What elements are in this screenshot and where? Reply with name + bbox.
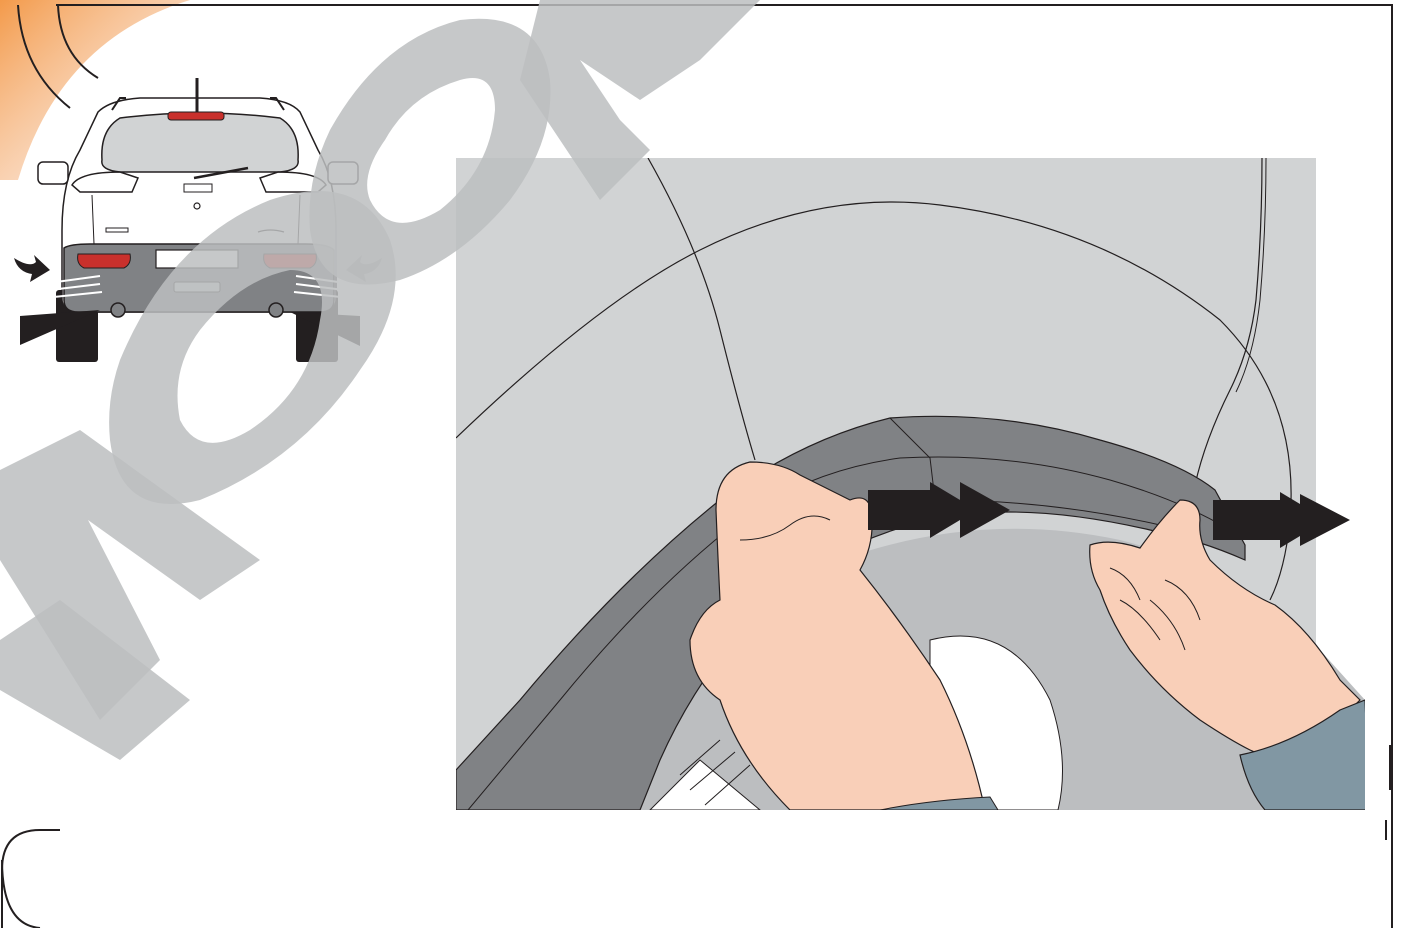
panel-ticks	[1386, 745, 1390, 840]
curved-arrow-left	[14, 255, 50, 282]
exhaust-left	[111, 303, 125, 317]
exhaust-right	[269, 303, 283, 317]
model-badge	[106, 228, 128, 232]
badge-plate	[184, 184, 212, 192]
frame-bottom-left-corner	[2, 860, 40, 928]
brake-light	[168, 112, 224, 120]
rear-window	[102, 113, 298, 172]
detail-panel	[456, 158, 1390, 840]
reflector-left	[78, 254, 131, 268]
mirror-left	[38, 162, 68, 184]
arrow-right-double	[1213, 492, 1350, 548]
